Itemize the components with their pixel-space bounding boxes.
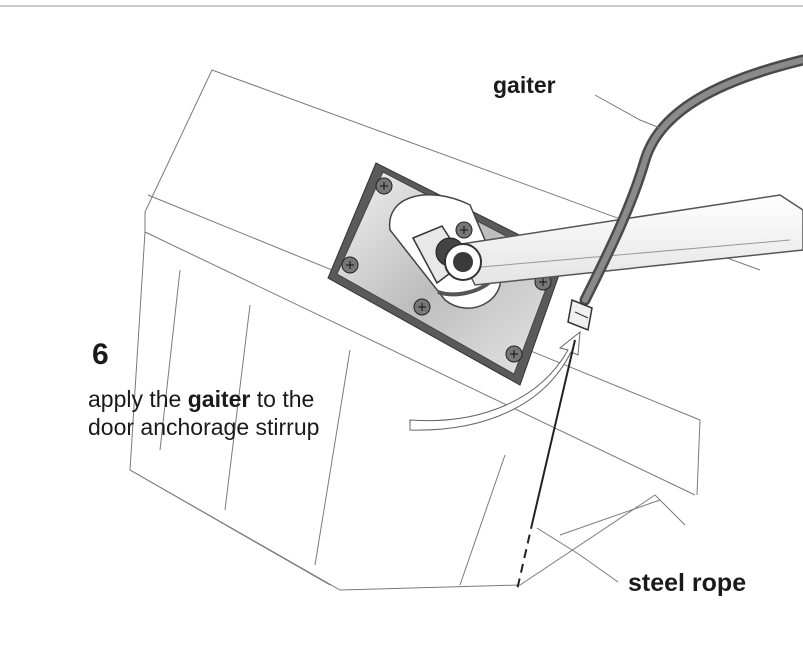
gaiter-leader-line — [594, 94, 661, 129]
step-text-bold: gaiter — [187, 386, 251, 412]
step-text-after: to the — [250, 386, 315, 412]
gaiter-label: gaiter — [493, 72, 556, 98]
steel-rope-label: steel rope — [628, 569, 747, 597]
pointer-arrow — [409, 330, 581, 431]
step-number: 6 — [92, 338, 109, 371]
gaiter-end-fitting — [567, 298, 593, 332]
steel-rope — [516, 339, 576, 591]
door-arm — [444, 194, 803, 286]
step-text-before: apply the — [88, 386, 188, 412]
step-instruction: apply the gaiter to the door anchorage s… — [88, 385, 319, 441]
steel-rope-leader-line — [536, 527, 619, 583]
step-text-line2: door anchorage stirrup — [88, 414, 320, 440]
